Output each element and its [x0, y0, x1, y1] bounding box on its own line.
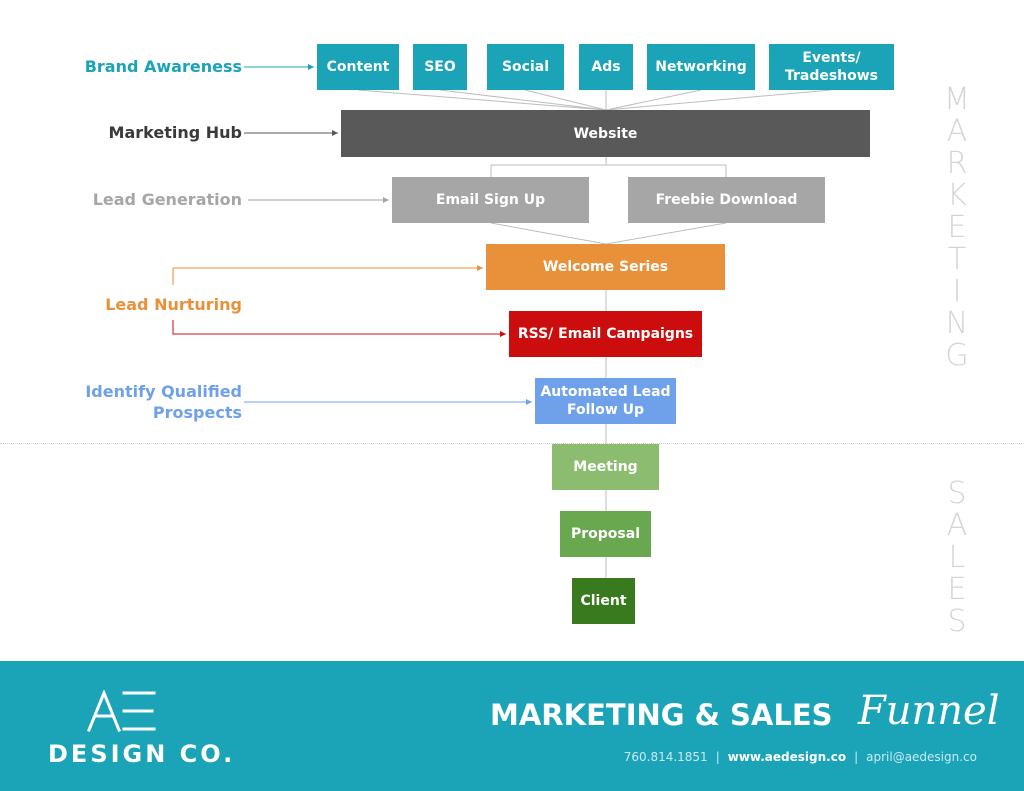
sales-side-label: S A L E S [946, 476, 968, 639]
step-welcome-series: Welcome Series [486, 244, 725, 290]
events-line-1: Events/ [802, 50, 861, 66]
automated-line-1: Automated Lead [540, 384, 671, 400]
automated-line-2: Follow Up [566, 402, 645, 418]
stage-label-identify-prospects: Identify Qualified Prospects [85, 381, 242, 423]
marketing-sales-divider [0, 443, 1024, 444]
contact-separator: | [715, 750, 720, 764]
contact-email-link[interactable]: april@aedesign.co [866, 750, 977, 764]
stage-label-lead-generation: Lead Generation [92, 190, 242, 209]
logo-text: DESIGN CO. [48, 740, 236, 768]
step-proposal: Proposal [560, 511, 651, 557]
events-line-2: Tradeshows [784, 68, 879, 84]
channel-events: Events/ Tradeshows [769, 44, 894, 90]
channel-social: Social [487, 44, 564, 90]
ae-logo-mark [87, 690, 156, 732]
funnel-connectors [172, 64, 832, 578]
step-website: Website [341, 110, 870, 157]
contact-website-link[interactable]: www.aedesign.co [727, 750, 847, 764]
step-client: Client [572, 578, 635, 624]
marketing-side-label: M A R K E T I N G [944, 82, 970, 373]
footer-title-script: Funnel [858, 688, 1000, 734]
step-rss-email-campaigns: RSS/ Email Campaigns [509, 311, 702, 357]
footer-contact: 760.814.1851 | www.aedesign.co | april@aedes… [624, 750, 977, 764]
stage-label-marketing-hub: Marketing Hub [108, 123, 242, 142]
channel-ads: Ads [579, 44, 633, 90]
footer-title: MARKETING & SALES [490, 698, 833, 732]
identify-line-2: Prospects [152, 403, 242, 422]
footer-bar [0, 661, 1024, 791]
stage-label-brand-awareness: Brand Awareness [84, 57, 242, 76]
channel-seo: SEO [413, 44, 467, 90]
step-automated-lead-follow-up: Automated Lead Follow Up [535, 378, 676, 424]
step-meeting: Meeting [552, 444, 659, 490]
stage-label-lead-nurturing: Lead Nurturing [105, 295, 242, 314]
step-freebie-download: Freebie Download [628, 177, 825, 223]
contact-separator: | [854, 750, 859, 764]
channel-networking: Networking [647, 44, 755, 90]
contact-phone: 760.814.1851 [623, 750, 708, 764]
channel-content: Content [317, 44, 399, 90]
step-email-sign-up: Email Sign Up [392, 177, 589, 223]
identify-line-1: Identify Qualified [85, 382, 242, 401]
